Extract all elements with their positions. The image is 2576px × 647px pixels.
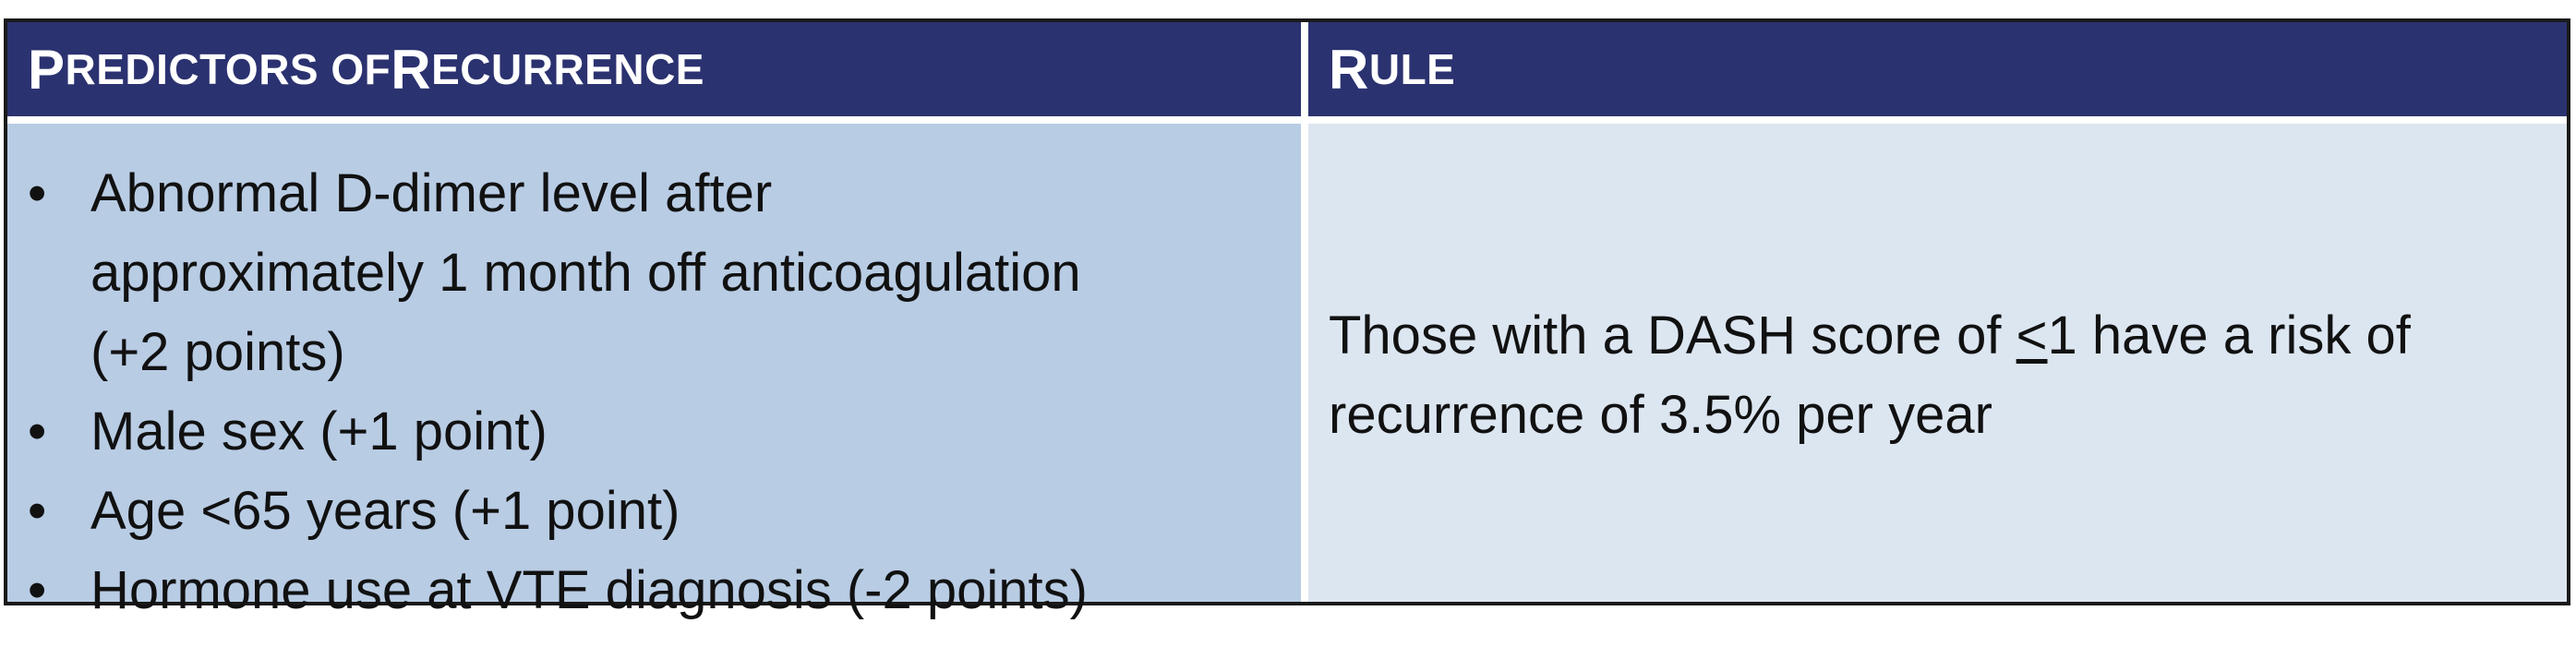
header-divider: [7, 116, 2567, 124]
bullet-icon: •: [28, 560, 47, 620]
rule-cell: Those with a DASH score of <1 have a ris…: [1308, 124, 2567, 602]
rule-text: Those with a DASH score of <1 have a ris…: [1329, 306, 2411, 445]
predictors-list: • Abnormal D-dimer level after approxima…: [7, 154, 1301, 630]
list-item: • Male sex (+1 point): [7, 392, 1301, 472]
list-item: • Age <65 years (+1 point): [7, 472, 1301, 551]
bullet-icon: •: [28, 163, 47, 223]
list-item: • Hormone use at VTE diagnosis (-2 point…: [7, 551, 1301, 630]
bullet-icon: •: [28, 481, 47, 541]
column-divider: [1301, 124, 1308, 602]
column-divider: [1301, 22, 1308, 116]
list-item: • Abnormal D-dimer level after approxima…: [7, 154, 1301, 392]
predictors-cell: • Abnormal D-dimer level after approxima…: [7, 124, 1301, 620]
bullet-icon: •: [28, 401, 47, 461]
table-header-row: [7, 22, 2567, 116]
